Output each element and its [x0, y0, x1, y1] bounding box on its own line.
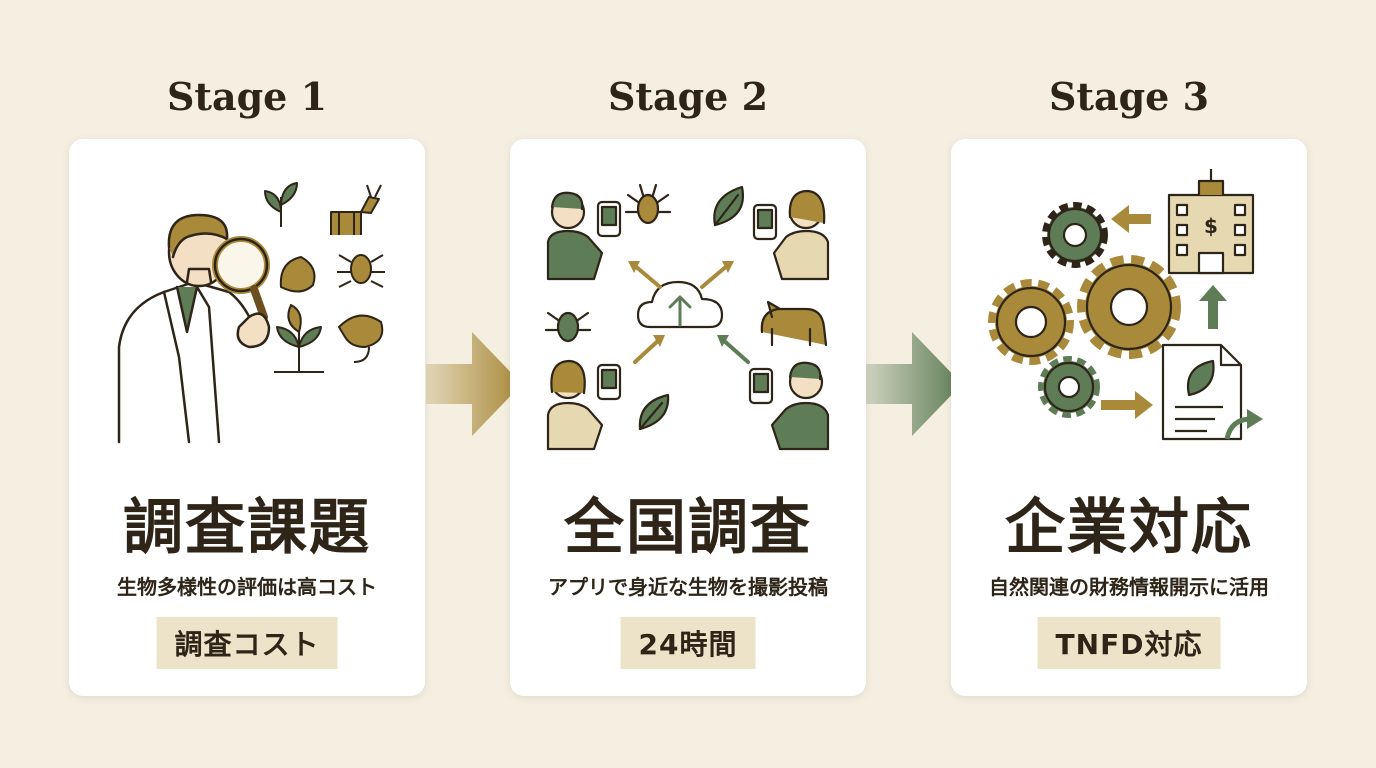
species-icons	[264, 182, 385, 373]
stage-1-badge: 調査コスト	[156, 617, 338, 669]
stage-3-title: 企業対応	[1005, 493, 1253, 563]
stage-3-label: Stage 3	[1048, 74, 1210, 119]
stage-2-card: 全国調査 アプリで身近な生物を撮影投稿 24時間	[510, 139, 866, 696]
scientist-magnifier-icon	[117, 182, 385, 444]
svg-text:$: $	[1204, 214, 1218, 238]
arrow-right-icon	[866, 332, 962, 436]
stage-2-label: Stage 2	[607, 74, 769, 119]
bank-building-icon: $	[1167, 169, 1255, 275]
stage-1-subtitle: 生物多様性の評価は高コスト	[117, 575, 377, 599]
gears-icon: $	[988, 169, 1263, 441]
stage-2-subtitle: アプリで身近な生物を撮影投稿	[548, 575, 828, 599]
smartphone-users-icon	[544, 183, 830, 451]
stage-3-card: $ 企業対応 自然関連の財務情報開示に活用 TNFD対応	[951, 139, 1307, 696]
stage-3-subtitle: 自然関連の財務情報開示に活用	[989, 575, 1269, 599]
stage-3-badge: TNFD対応	[1037, 617, 1221, 669]
report-document-icon	[1161, 343, 1263, 441]
arrow-right-icon	[426, 332, 522, 436]
stage-2-badge: 24時間	[620, 617, 756, 669]
stage-2-title: 全国調査	[564, 493, 812, 563]
stage-1-card: 調査課題 生物多様性の評価は高コスト 調査コスト	[69, 139, 425, 696]
stage-1-label: Stage 1	[166, 74, 328, 119]
stage-1-title: 調査課題	[123, 493, 371, 563]
